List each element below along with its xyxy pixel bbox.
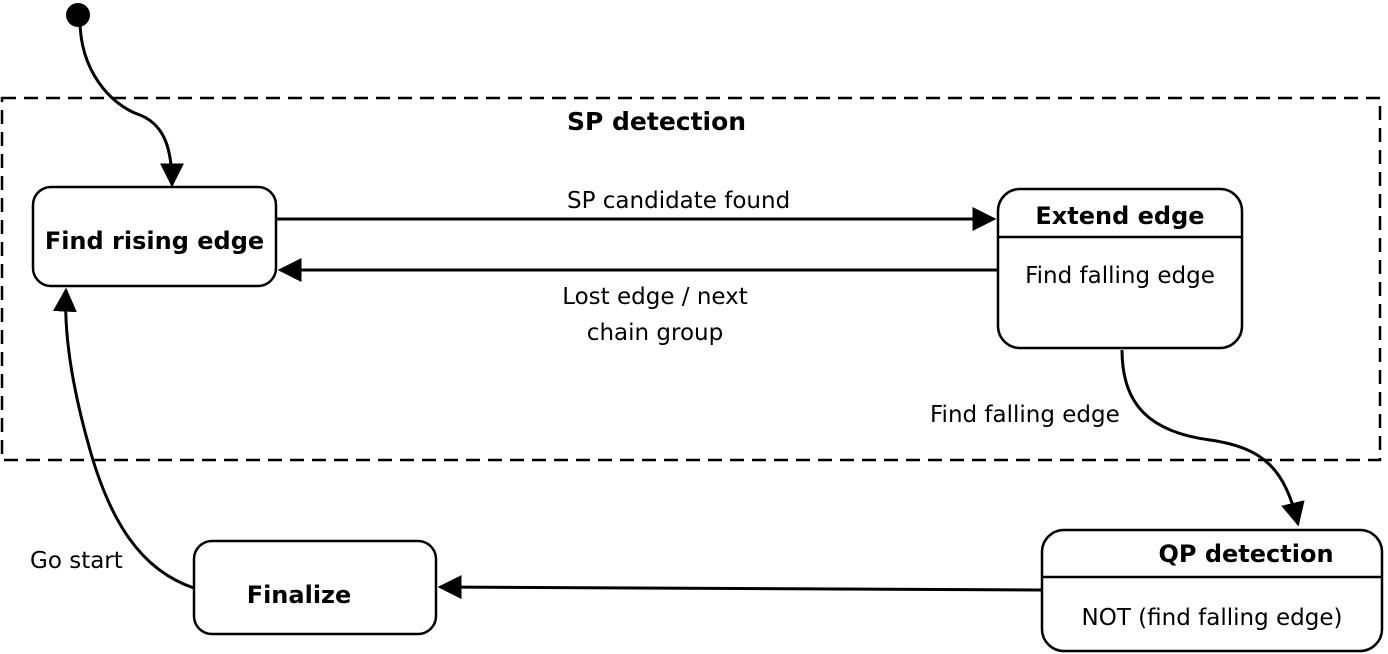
state-label-find-rising-edge: Find rising edge [44, 227, 265, 255]
state-title-extend-edge: Extend edge [1035, 202, 1205, 230]
transition-label-lost-edge-line2: chain group [586, 320, 724, 346]
state-find-rising-edge [31, 185, 278, 288]
transition-go-start-arrow [52, 287, 195, 590]
transition-qp-to-finalize-arrow [437, 575, 1043, 600]
state-body-extend-edge: Find falling edge [1025, 263, 1215, 289]
transition-label-go-start: Go start [30, 548, 123, 574]
transition-label-find-falling-edge: Find falling edge [930, 402, 1120, 428]
state-label-finalize: Finalize [246, 581, 352, 609]
state-title-qp-detection: QP detection [1158, 540, 1334, 568]
transition-find-falling-edge-arrow [1120, 349, 1305, 527]
sp-detection-group-border [0, 96, 1382, 462]
group-title: SP detection [567, 107, 747, 136]
initial-transition-arrow [78, 19, 184, 188]
state-qp-detection [1040, 528, 1384, 653]
transition-label-sp-candidate-found: SP candidate found [567, 188, 791, 214]
state-body-qp-detection: NOT (find falling edge) [1081, 605, 1343, 631]
initial-state-dot [66, 3, 90, 27]
transition-label-lost-edge-line1: Lost edge / next [562, 284, 748, 310]
